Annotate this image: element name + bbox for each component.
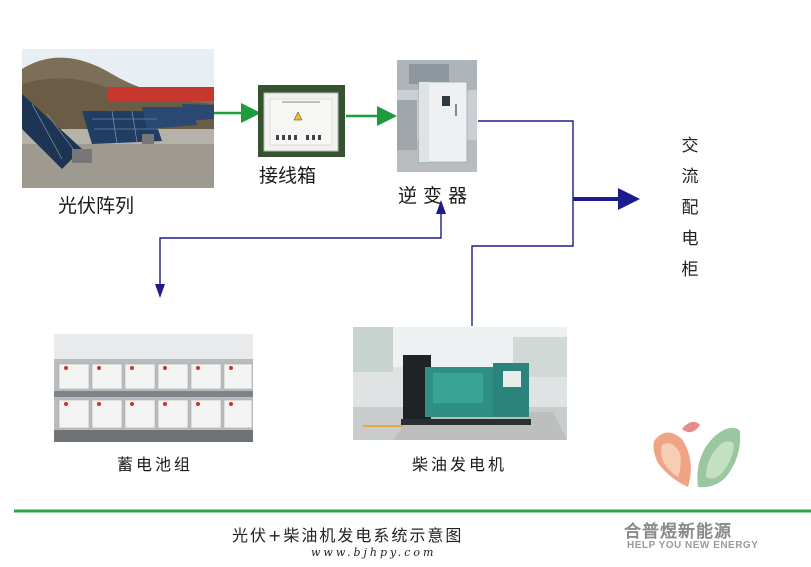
inverter-label: 逆 变 器 <box>398 185 468 207</box>
arrowhead-to-ac-cabinet <box>618 188 640 210</box>
brand-tagline: HELP YOU NEW ENERGY <box>627 540 759 551</box>
website-url: www.bjhpy.com <box>311 546 437 559</box>
ac-cabinet-char: 流 <box>681 167 699 187</box>
arrowhead-up-to-inverter <box>436 200 446 214</box>
ac-cabinet-char: 柜 <box>681 260 699 280</box>
pv-array-label: 光伏阵列 <box>58 195 135 217</box>
battery-bank-label: 蓄电池组 <box>117 455 194 474</box>
brand-logo <box>648 417 744 509</box>
diesel-generator-photo <box>353 327 567 440</box>
junction-box-label: 接线箱 <box>259 165 317 187</box>
arrowhead-to-battery <box>155 284 165 298</box>
diagram-caption: 光伏+柴油机发电系统示意图 <box>232 526 464 545</box>
ac-cabinet-char: 配 <box>681 198 699 218</box>
junction-box-photo <box>258 85 345 157</box>
battery-bank-photo <box>54 334 253 442</box>
line-inverter-to-battery <box>159 206 442 292</box>
line-inverter-output <box>471 120 574 326</box>
ac-cabinet-char: 交 <box>681 136 699 156</box>
pv-array-photo <box>22 49 214 188</box>
brand-name: 合普煜新能源 <box>624 522 732 542</box>
ac-cabinet-label: 交 流 配 电 柜 <box>680 131 700 286</box>
inverter-photo <box>397 60 477 172</box>
diesel-generator-label: 柴油发电机 <box>412 455 508 474</box>
ac-cabinet-char: 电 <box>681 229 699 249</box>
